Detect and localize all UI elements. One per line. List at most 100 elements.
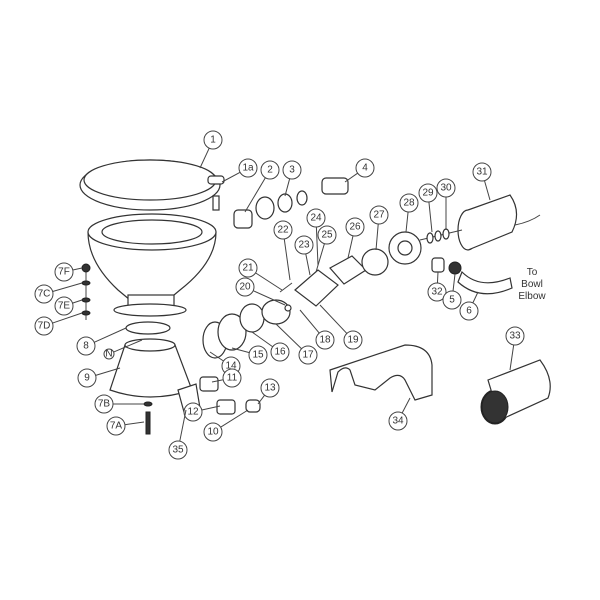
leader-line	[211, 379, 224, 383]
callout-circle	[273, 220, 293, 240]
callout-circle	[306, 208, 326, 228]
callout-circle	[388, 411, 408, 431]
callout-circle	[505, 326, 525, 346]
callout-text: 5	[449, 295, 455, 306]
callout-text: 24	[310, 213, 322, 224]
callout-15: 15	[231, 345, 268, 365]
callout-text: 35	[172, 445, 184, 456]
callout-26: 26	[345, 217, 365, 259]
callout-18: 18	[299, 309, 335, 350]
callout-text: 8	[83, 341, 89, 352]
note-line-1: To	[527, 267, 538, 278]
callout-7e: 7E	[54, 296, 83, 316]
leader-line	[472, 291, 479, 304]
callout-text: 13	[264, 383, 276, 394]
callout-30: 30	[436, 178, 456, 230]
callout-text: 7D	[38, 321, 51, 332]
callout-1: 1	[199, 130, 223, 169]
callout-circle	[76, 336, 96, 356]
leader-line	[209, 351, 224, 362]
callout-circle	[183, 402, 203, 422]
callout-circle	[238, 258, 258, 278]
leader-line	[347, 235, 354, 259]
callout-8: 8	[76, 327, 127, 356]
callout-31: 31	[472, 162, 492, 201]
leader-line	[319, 304, 348, 334]
callout-25: 25	[315, 225, 337, 273]
callout-12: 12	[183, 402, 221, 422]
impeller	[361, 248, 389, 276]
pump-cover	[329, 344, 433, 401]
callout-22: 22	[273, 220, 293, 281]
leader-line	[72, 267, 83, 271]
callout-text: 6	[466, 306, 472, 317]
leader-line	[253, 290, 286, 306]
callout-circle	[399, 193, 419, 213]
callout-circle	[238, 158, 258, 178]
leader-line	[257, 394, 266, 405]
callout-3: 3	[282, 160, 302, 197]
callout-circle	[260, 160, 280, 180]
callout-21: 21	[238, 258, 283, 291]
note-line-3: Elbow	[518, 291, 546, 302]
callout-19: 19	[319, 304, 363, 350]
callout-23: 23	[294, 235, 314, 276]
callout-text: N	[105, 349, 112, 360]
callout-circle	[270, 342, 290, 362]
callout-24: 24	[306, 208, 326, 266]
callout-text: 7F	[58, 267, 70, 278]
callout-circle	[442, 290, 462, 310]
callout-text: 17	[302, 350, 314, 361]
callout-text: 27	[373, 210, 385, 221]
callout-circle	[203, 130, 223, 150]
callout-27: 27	[369, 205, 389, 251]
leader-line	[315, 243, 325, 273]
leader-line	[452, 273, 456, 292]
leader-line	[483, 180, 491, 201]
callout-circle	[106, 416, 126, 436]
callout-text: 11	[227, 373, 238, 384]
gasket	[125, 321, 171, 335]
note-line-2: Bowl	[521, 279, 543, 290]
leader-line	[231, 347, 250, 354]
leader-line	[509, 344, 515, 371]
leader-line	[251, 331, 273, 348]
callout-circle	[94, 394, 114, 414]
callout-text: 14	[225, 361, 237, 372]
callout-4: 4	[344, 158, 375, 183]
callout-32: 32	[427, 271, 447, 302]
leader-line	[275, 323, 302, 350]
parts-drawing	[79, 159, 551, 435]
callout-7d: 7D	[34, 312, 83, 336]
callout-circle	[343, 330, 363, 350]
leader-line	[199, 147, 210, 169]
callout-circle	[260, 378, 280, 398]
callout-6: 6	[459, 291, 479, 321]
callout-circle	[235, 277, 255, 297]
leader-line	[124, 421, 145, 426]
callout-text: 21	[242, 263, 254, 274]
callout-text: 7C	[38, 289, 51, 300]
leader-line	[95, 367, 121, 376]
callout-text: 20	[239, 282, 251, 293]
callout-circle	[427, 282, 447, 302]
leader-line	[221, 171, 241, 183]
callout-text: 19	[347, 335, 359, 346]
callout-text: 28	[403, 198, 415, 209]
callout-circle	[345, 217, 365, 237]
leader-line	[52, 312, 83, 324]
leader-line	[201, 405, 221, 411]
callout-text: 29	[422, 188, 434, 199]
leader-line	[72, 299, 83, 304]
callout-text: 15	[252, 350, 264, 361]
callout-text: 26	[349, 222, 361, 233]
callout-text: 7E	[58, 301, 71, 312]
callout-2: 2	[244, 160, 280, 213]
leader-line	[344, 172, 358, 183]
callout-circle	[54, 262, 74, 282]
callout-text: 18	[319, 335, 331, 346]
callout-11: 11	[211, 368, 242, 388]
leader-line	[220, 409, 249, 428]
callout-circle	[436, 178, 456, 198]
